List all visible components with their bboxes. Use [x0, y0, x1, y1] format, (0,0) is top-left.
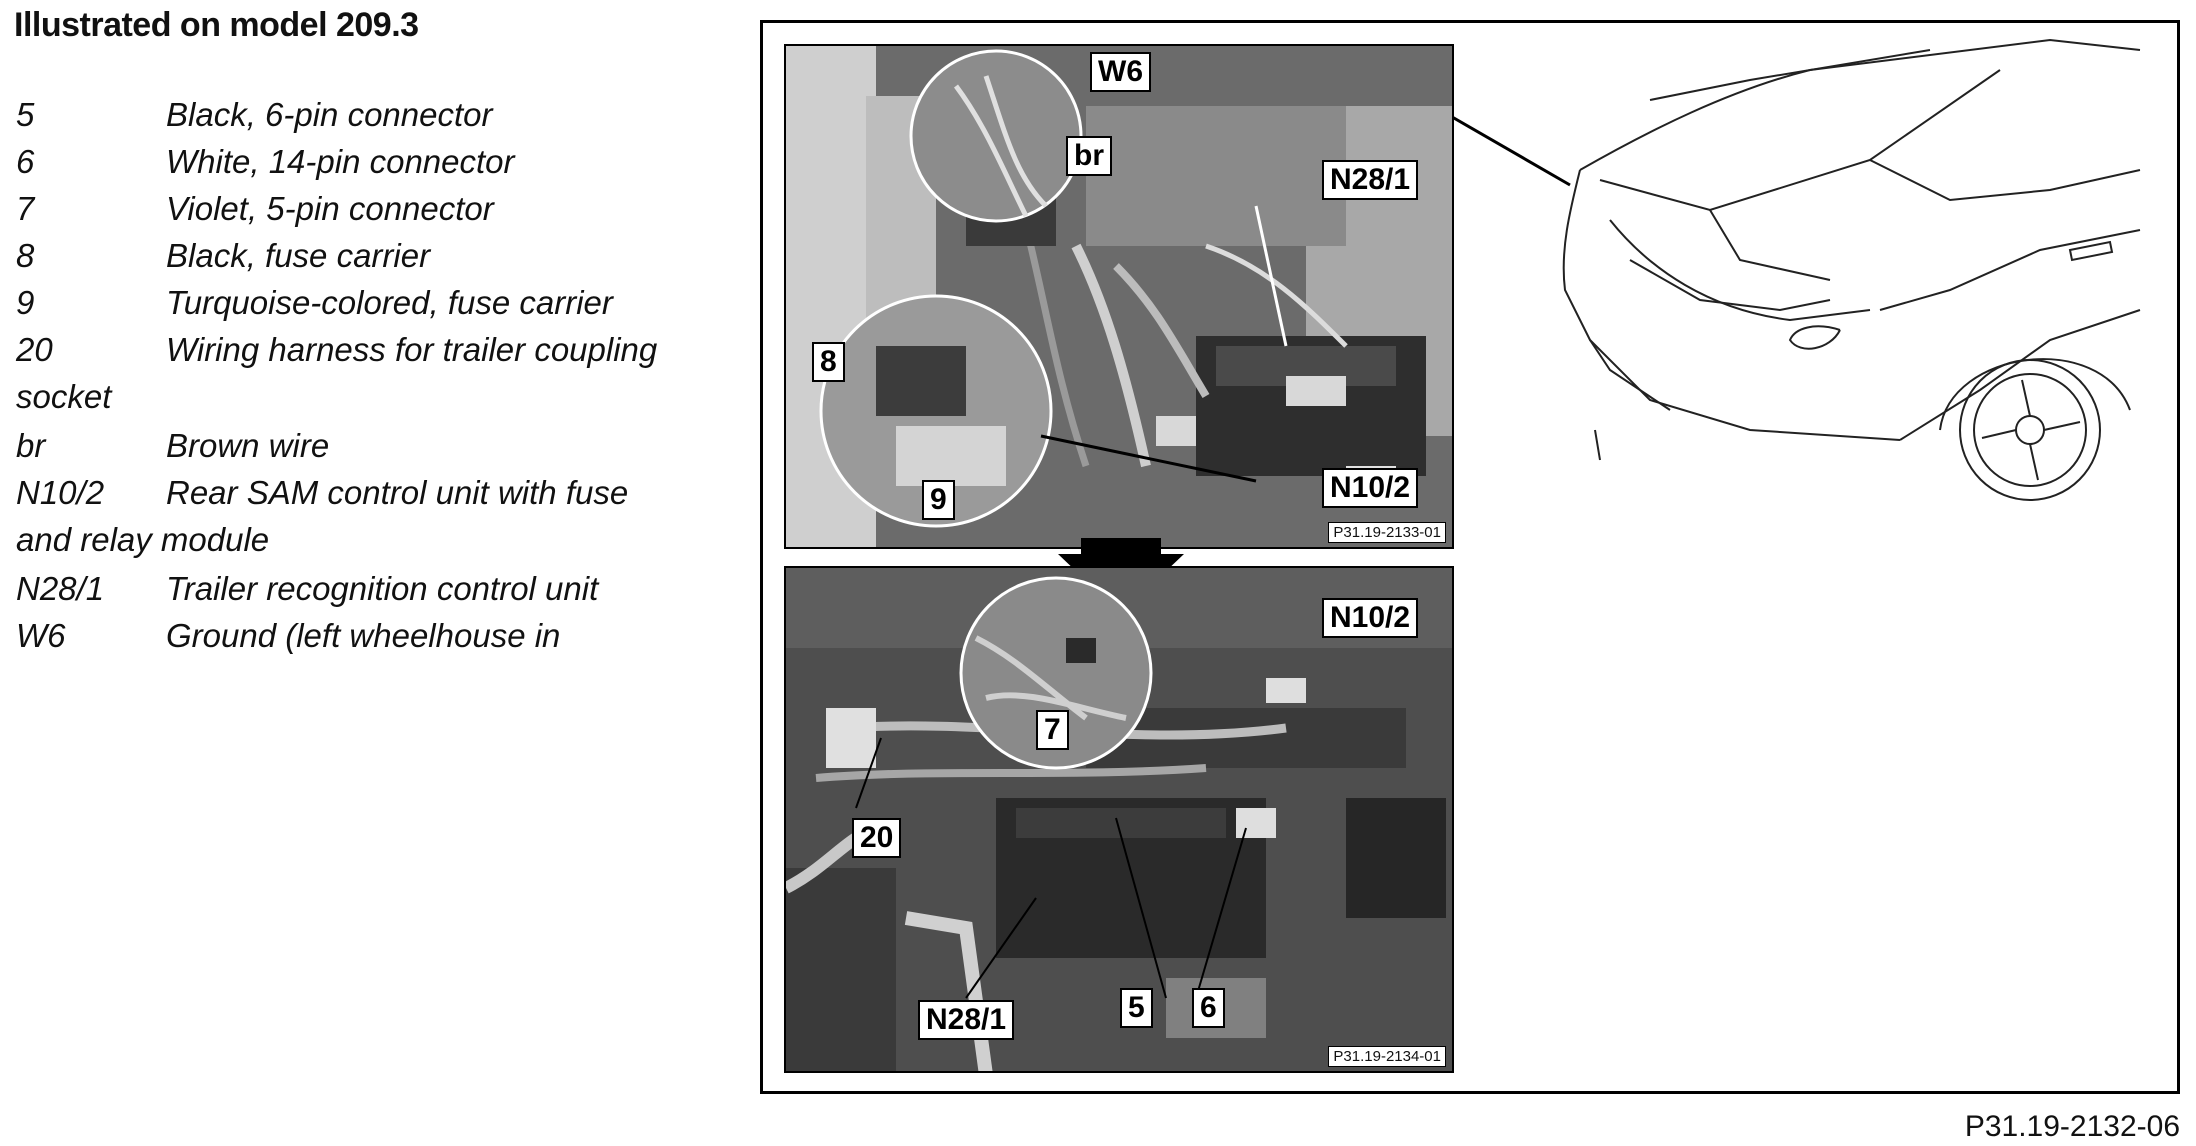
car-rear-illustration	[1439, 38, 2141, 501]
callout-n28-1: N28/1	[1322, 160, 1419, 200]
page-title: Illustrated on model 209.3	[14, 6, 419, 44]
legend-code: 20	[16, 331, 53, 368]
legend-code: 7	[16, 190, 35, 227]
legend-desc: Black, fuse carrier	[166, 237, 431, 274]
legend-item: 9 Turquoise-colored, fuse carrier	[16, 286, 716, 333]
legend-item: 6 White, 14-pin connector	[16, 145, 716, 192]
legend-list: 5 Black, 6-pin connector 6 White, 14-pin…	[16, 98, 716, 666]
legend-item: br Brown wire	[16, 429, 716, 476]
callout-20: 20	[852, 818, 902, 858]
legend-desc: Violet, 5-pin connector	[166, 190, 494, 227]
callout-n10-2-bottom: N10/2	[1322, 598, 1419, 638]
car-outline-drawing	[1562, 38, 2141, 501]
callout-5: 5	[1120, 988, 1153, 1028]
legend-item: N10/2 Rear SAM control unit with fuse	[16, 476, 716, 523]
legend-item: 7 Violet, 5-pin connector	[16, 192, 716, 239]
callout-9: 9	[922, 480, 955, 520]
legend-desc: White, 14-pin connector	[166, 143, 515, 180]
legend-item-continuation: socket	[16, 380, 716, 429]
legend-item: W6 Ground (left wheelhouse in	[16, 619, 716, 666]
figure-reference: P31.19-2132-06	[1964, 1110, 2180, 1143]
callout-br: br	[1066, 136, 1112, 176]
legend-item-continuation: and relay module	[16, 523, 716, 572]
legend-code: N28/1	[16, 570, 105, 607]
legend-desc: Trailer recognition control unit	[166, 570, 599, 607]
legend-code: br	[16, 427, 46, 464]
callout-w6: W6	[1090, 52, 1151, 92]
legend-desc: Black, 6-pin connector	[166, 96, 493, 133]
photo-ref-top: P31.19-2133-01	[1328, 522, 1446, 543]
illustration-frame	[760, 20, 2180, 1094]
legend-code: N10/2	[16, 474, 105, 511]
photo-top: W6 br N28/1 8 9 N10/2 P31.19-2133-01	[784, 44, 1454, 549]
photo-ref-bottom: P31.19-2134-01	[1328, 1046, 1446, 1067]
legend-item: 20 Wiring harness for trailer coupling	[16, 333, 716, 380]
photo-bottom: N10/2 7 20 N28/1 5 6 P31.19-2134-01	[784, 566, 1454, 1073]
callout-6: 6	[1192, 988, 1225, 1028]
legend-item: N28/1 Trailer recognition control unit	[16, 572, 716, 619]
legend-desc-continued: socket	[16, 378, 112, 415]
legend-code: 5	[16, 96, 35, 133]
legend-desc: Wiring harness for trailer coupling	[166, 331, 658, 368]
callout-7: 7	[1036, 710, 1069, 750]
legend-code: 6	[16, 143, 35, 180]
callout-n10-2: N10/2	[1322, 468, 1419, 508]
legend-desc: Rear SAM control unit with fuse	[166, 474, 629, 511]
legend-code: 8	[16, 237, 35, 274]
legend-desc: Brown wire	[166, 427, 330, 464]
photo-top-image	[786, 46, 1452, 547]
legend-desc-continued: and relay module	[16, 521, 270, 558]
callout-n28-1-bottom: N28/1	[918, 1000, 1015, 1040]
legend-desc: Turquoise-colored, fuse carrier	[166, 284, 613, 321]
legend-item: 8 Black, fuse carrier	[16, 239, 716, 286]
leader-line	[1439, 108, 1571, 187]
legend-desc: Ground (left wheelhouse in	[166, 617, 561, 654]
legend-code: W6	[16, 617, 66, 654]
callout-8: 8	[812, 342, 845, 382]
legend-code: 9	[16, 284, 35, 321]
legend-item: 5 Black, 6-pin connector	[16, 98, 716, 145]
